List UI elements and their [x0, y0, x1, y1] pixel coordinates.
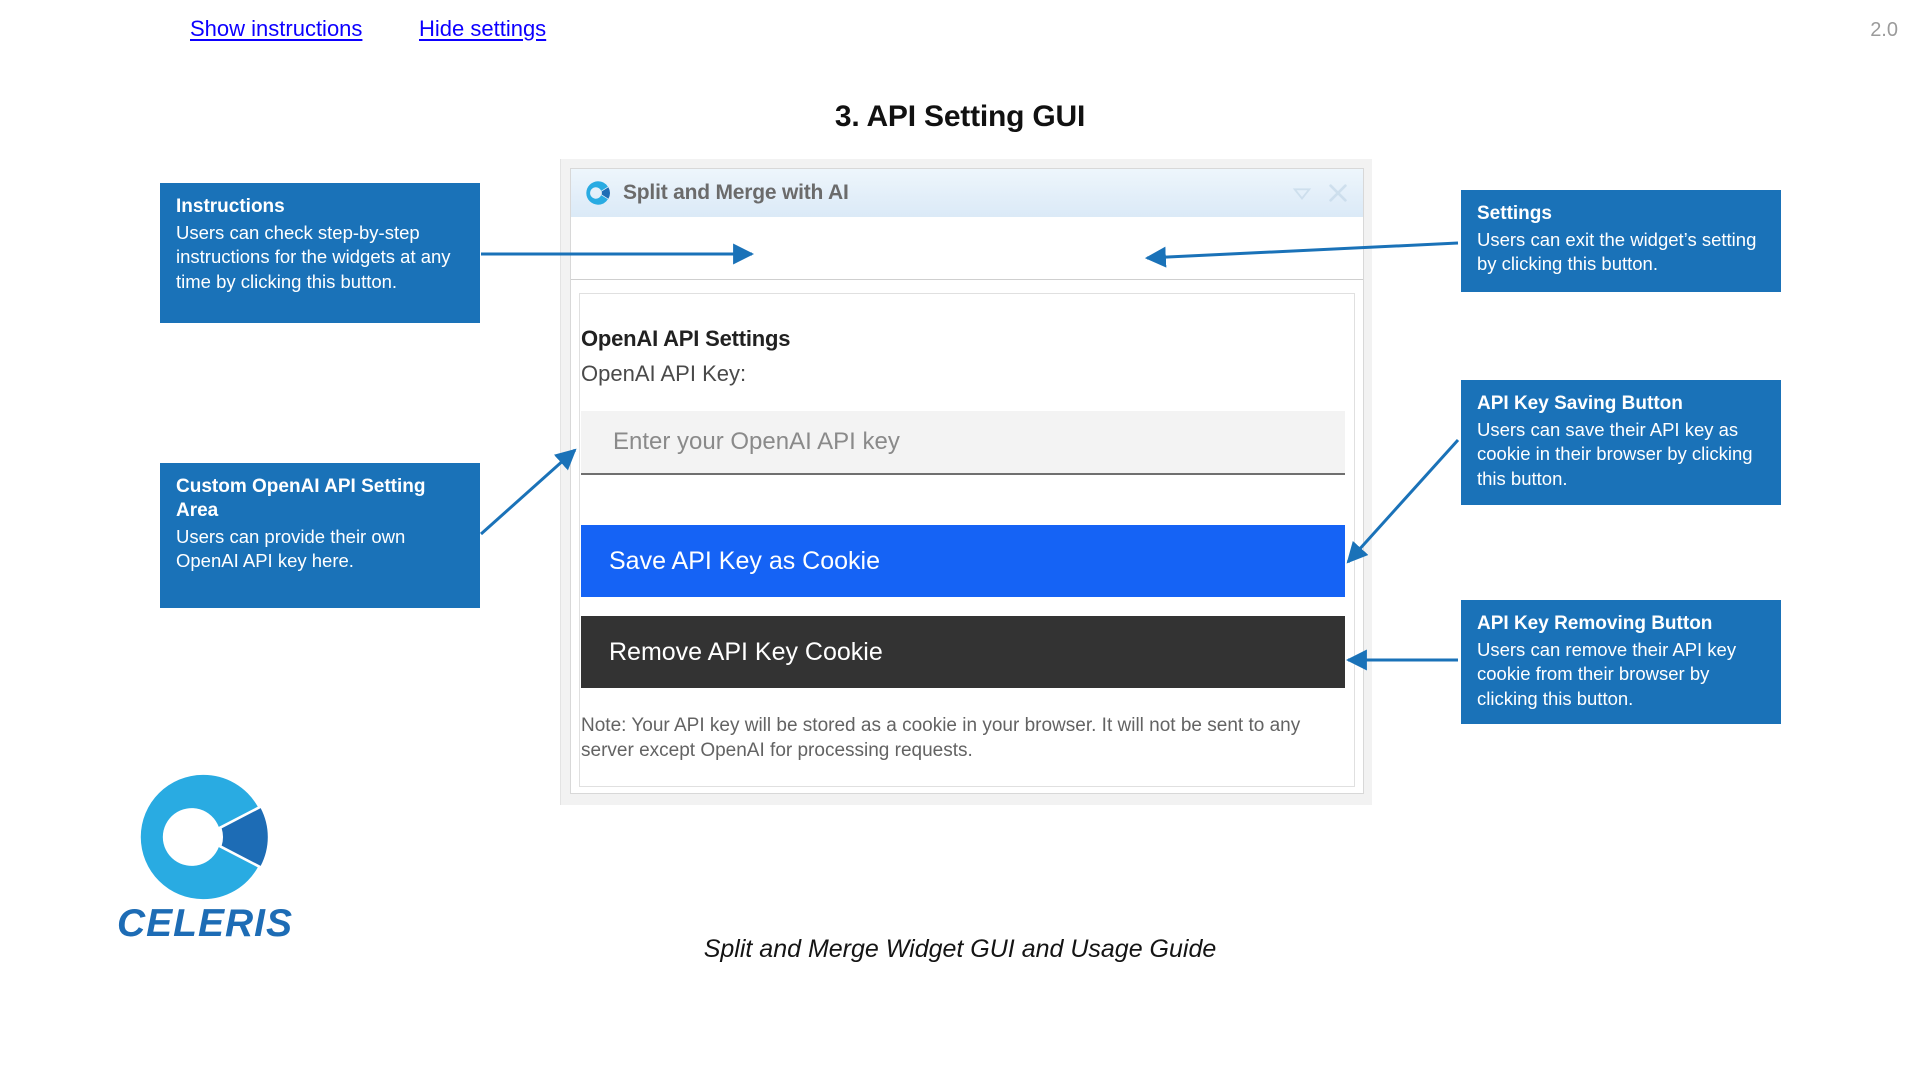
hide-settings-link[interactable]: Hide settings [419, 16, 547, 41]
callout-title: API Key Removing Button [1477, 613, 1713, 634]
api-key-input[interactable] [581, 411, 1345, 475]
celeris-c-icon [585, 180, 611, 206]
callout-settings: Settings Users can exit the widget’s set… [1461, 190, 1781, 292]
save-api-key-button-label: Save API Key as Cookie [609, 546, 880, 575]
widget-link-row [571, 219, 1363, 280]
callout-title: Custom OpenAI API Setting Area [176, 476, 426, 521]
save-api-key-button[interactable]: Save API Key as Cookie [581, 525, 1345, 597]
callout-body: Users can check step-by-step instruction… [176, 221, 451, 292]
celeris-logo: CELERIS [105, 772, 305, 962]
version-label: 2.0 [1870, 19, 1898, 41]
callout-body: Users can provide their own OpenAI API k… [176, 525, 406, 572]
callout-title: API Key Saving Button [1477, 393, 1683, 414]
remove-api-key-button-label: Remove API Key Cookie [609, 637, 883, 666]
callout-api-key-removing: API Key Removing Button Users can remove… [1461, 600, 1781, 724]
callout-api-key-saving: API Key Saving Button Users can save the… [1461, 380, 1781, 505]
callout-title: Settings [1477, 203, 1552, 224]
celeris-c-mark-icon [125, 772, 275, 902]
footer-caption: Split and Merge Widget GUI and Usage Gui… [703, 935, 1217, 963]
celeris-wordmark: CELERIS [116, 902, 294, 945]
triangle-down-icon[interactable] [1291, 182, 1313, 204]
show-instructions-link[interactable]: Show instructions [190, 16, 363, 41]
settings-heading: OpenAI API Settings [581, 326, 791, 351]
callout-body: Users can exit the widget’s setting by c… [1477, 228, 1757, 275]
callout-custom-api-area: Custom OpenAI API Setting Area Users can… [160, 463, 480, 608]
page-title: 3. API Setting GUI [834, 100, 1086, 133]
close-x-icon[interactable] [1327, 182, 1349, 204]
api-key-note: Note: Your API key will be stored as a c… [581, 715, 1301, 762]
api-key-label: OpenAI API Key: [581, 361, 747, 386]
callout-instructions: Instructions Users can check step-by-ste… [160, 183, 480, 323]
callout-title: Instructions [176, 196, 285, 217]
widget-title: Split and Merge with AI [623, 181, 849, 204]
widget-titlebar: Split and Merge with AI [571, 169, 1363, 218]
callout-body: Users can remove their API key cookie fr… [1477, 638, 1737, 709]
remove-api-key-button[interactable]: Remove API Key Cookie [581, 616, 1345, 688]
callout-body: Users can save their API key as cookie i… [1477, 418, 1753, 489]
widget-titlebar-controls [1291, 182, 1349, 204]
